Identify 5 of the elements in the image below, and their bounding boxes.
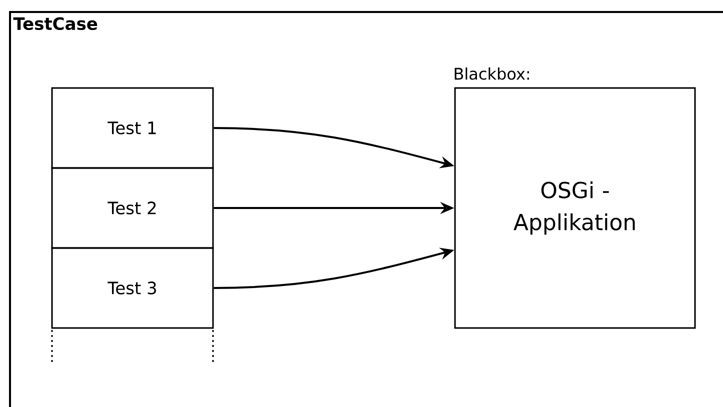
application-box: Blackbox: OSGi -Applikation: [454, 67, 696, 329]
test-box: Test 2: [51, 167, 214, 249]
test-box: Test 1: [51, 87, 214, 169]
test-box: Test 3: [51, 247, 214, 329]
node-label: Blackbox:: [454, 67, 529, 80]
